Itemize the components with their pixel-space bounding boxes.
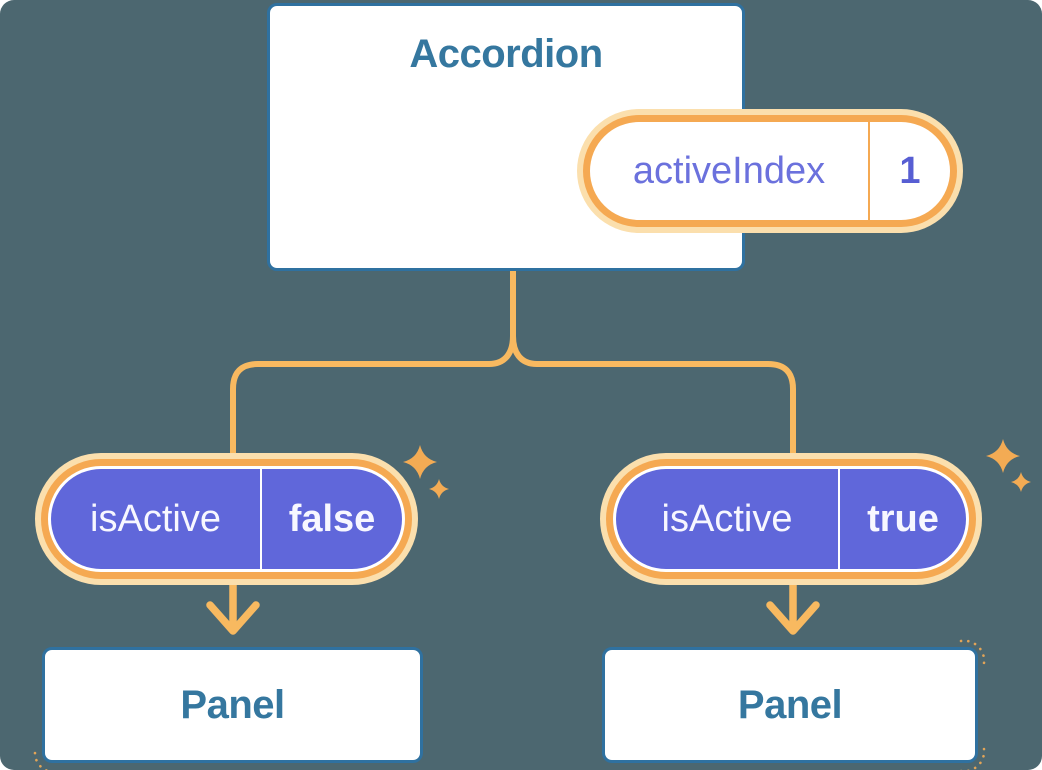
sparkle-icon-left-small bbox=[429, 479, 449, 499]
panel-node-left-title: Panel bbox=[180, 682, 285, 727]
sparkle-icon-right-small bbox=[1011, 472, 1031, 492]
down-arrow-icon-left bbox=[206, 601, 260, 635]
prop-pill-left-label: isActive bbox=[90, 497, 221, 540]
branch-line-right bbox=[510, 266, 796, 458]
prop-pill-right-ring: isActive true bbox=[606, 459, 976, 579]
down-arrow-icon-right bbox=[766, 601, 820, 635]
sparkle-icon-right-large bbox=[986, 439, 1020, 473]
panel-node-right-title: Panel bbox=[737, 682, 843, 727]
prop-pill-right-body: isActive true bbox=[616, 469, 966, 569]
state-pill-ring: activeIndex 1 bbox=[583, 115, 957, 227]
prop-pill-left-divider bbox=[260, 469, 262, 569]
panel-node-right: Panel bbox=[602, 647, 978, 763]
state-pill-label: activeIndex bbox=[632, 149, 826, 192]
prop-pill-right-outline: isActive true bbox=[613, 466, 969, 572]
panel-node-left: Panel bbox=[42, 647, 423, 763]
state-pill-body: activeIndex 1 bbox=[590, 122, 950, 220]
state-pill-value: 1 bbox=[899, 149, 921, 192]
state-pill: activeIndex 1 bbox=[577, 109, 963, 233]
prop-pill-left-value: false bbox=[288, 497, 376, 540]
prop-pill-right: isActive true bbox=[600, 453, 982, 585]
prop-pill-left: isActive false bbox=[35, 453, 418, 585]
sparkle-icon-left-large bbox=[403, 445, 437, 479]
accordion-node-title: Accordion bbox=[409, 32, 603, 76]
prop-pill-left-ring: isActive false bbox=[41, 459, 412, 579]
accordion-node: Accordion activeIndex 1 bbox=[267, 3, 963, 271]
prop-pill-right-value: true bbox=[867, 497, 939, 540]
prop-pill-left-body: isActive false bbox=[51, 469, 402, 569]
state-pill-divider bbox=[868, 122, 870, 220]
prop-pill-right-label: isActive bbox=[661, 497, 793, 540]
prop-pill-left-outline: isActive false bbox=[48, 466, 405, 572]
corner-dots-left-panel bbox=[33, 751, 50, 770]
prop-pill-right-divider bbox=[838, 469, 840, 569]
